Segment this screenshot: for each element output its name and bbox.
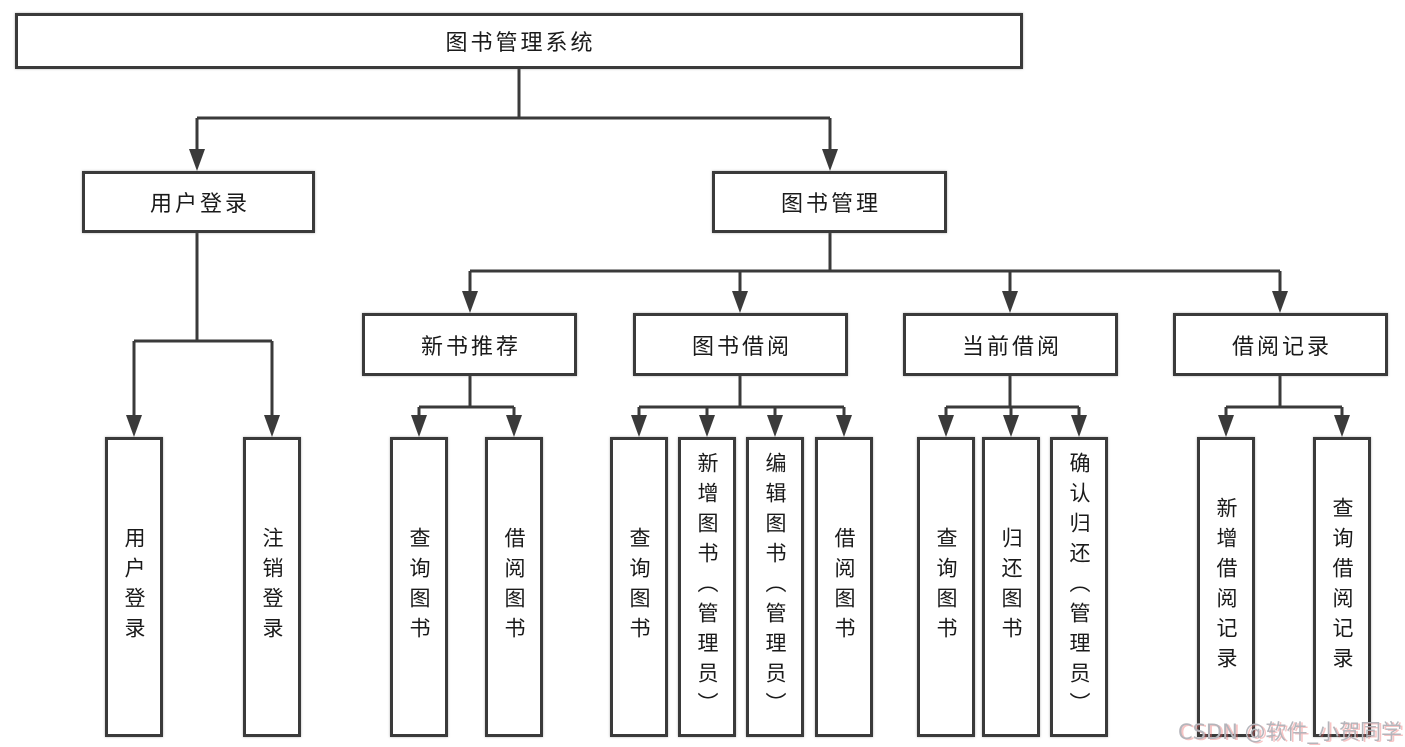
connector-book-borrow bbox=[637, 376, 846, 424]
node-book-management: 图书管理 bbox=[712, 171, 947, 233]
node-label: 图书管理系统 bbox=[445, 31, 596, 56]
arrow-down-icon bbox=[1272, 291, 1288, 313]
connector-borrow-records bbox=[1224, 376, 1344, 424]
leaf-user-login: 用户登录 bbox=[105, 437, 163, 737]
node-book-borrow: 图书借阅 bbox=[633, 313, 848, 376]
leaf-confirm-return-admin: 确认归还（管理员） bbox=[1050, 437, 1108, 737]
node-user-login: 用户登录 bbox=[82, 171, 315, 233]
node-label: 查询图书 bbox=[407, 527, 431, 647]
connector-new-book-recommend bbox=[417, 376, 516, 424]
arrow-down-icon bbox=[631, 415, 647, 437]
leaf-logout-login: 注销登录 bbox=[243, 437, 301, 737]
leaf-query-books-borrow: 查询图书 bbox=[610, 437, 668, 737]
csdn-watermark: CSDN @软件_小贺同学 bbox=[1177, 720, 1402, 744]
node-label: 借阅图书 bbox=[832, 527, 856, 647]
node-label: 注销登录 bbox=[260, 527, 284, 647]
node-borrow-records: 借阅记录 bbox=[1173, 313, 1388, 376]
arrow-down-icon bbox=[411, 415, 427, 437]
arrow-down-icon bbox=[732, 291, 748, 313]
node-label: 图书借阅 bbox=[691, 334, 792, 360]
node-label: 编辑图书（管理员） bbox=[763, 452, 787, 722]
arrow-down-icon bbox=[506, 415, 522, 437]
arrow-down-icon bbox=[1003, 415, 1019, 437]
node-label: 用户登录 bbox=[149, 192, 250, 217]
leaf-query-borrow-record: 查询借阅记录 bbox=[1313, 437, 1371, 737]
node-new-book-recommend: 新书推荐 bbox=[362, 313, 577, 376]
node-label: 查询图书 bbox=[627, 527, 651, 647]
arrow-down-icon bbox=[767, 415, 783, 437]
arrow-down-icon bbox=[1218, 415, 1234, 437]
node-label: 新增图书（管理员） bbox=[695, 452, 719, 722]
node-label: 借阅图书 bbox=[502, 527, 526, 647]
node-label: 归还图书 bbox=[999, 527, 1023, 647]
arrow-down-icon bbox=[264, 415, 280, 437]
leaf-borrow-books-recommend: 借阅图书 bbox=[485, 437, 543, 737]
node-label: 图书管理 bbox=[780, 192, 881, 217]
arrow-down-icon bbox=[1334, 415, 1350, 437]
node-label: 新增借阅记录 bbox=[1214, 497, 1238, 677]
arrow-down-icon bbox=[1002, 291, 1018, 313]
node-label: 新书推荐 bbox=[420, 334, 521, 360]
node-label: 查询借阅记录 bbox=[1330, 497, 1354, 677]
arrow-down-icon bbox=[462, 291, 478, 313]
node-label: 确认归还（管理员） bbox=[1067, 452, 1091, 722]
node-label: 查询图书 bbox=[934, 527, 958, 647]
connector-book-management bbox=[468, 233, 1282, 298]
leaf-query-books-recommend: 查询图书 bbox=[390, 437, 448, 737]
node-label: 用户登录 bbox=[122, 527, 146, 647]
node-current-borrow: 当前借阅 bbox=[903, 313, 1118, 376]
arrow-down-icon bbox=[836, 415, 852, 437]
arrowhead-icons bbox=[126, 149, 1350, 437]
arrow-down-icon bbox=[1071, 415, 1087, 437]
leaf-edit-book-admin: 编辑图书（管理员） bbox=[746, 437, 804, 737]
node-label: 借阅记录 bbox=[1231, 334, 1332, 360]
leaf-borrow-books: 借阅图书 bbox=[815, 437, 873, 737]
leaf-add-book-admin: 新增图书（管理员） bbox=[678, 437, 736, 737]
arrow-down-icon bbox=[822, 149, 838, 171]
leaf-query-books-current: 查询图书 bbox=[917, 437, 975, 737]
arrow-down-icon bbox=[938, 415, 954, 437]
node-label: 当前借阅 bbox=[961, 334, 1062, 360]
node-library-management-system: 图书管理系统 bbox=[15, 13, 1023, 69]
leaf-add-borrow-record: 新增借阅记录 bbox=[1197, 437, 1255, 737]
connector-user-login bbox=[132, 233, 274, 424]
arrow-down-icon bbox=[699, 415, 715, 437]
arrow-down-icon bbox=[189, 149, 205, 171]
leaf-return-books: 归还图书 bbox=[982, 437, 1040, 737]
connector-root bbox=[195, 67, 832, 156]
arrow-down-icon bbox=[126, 415, 142, 437]
